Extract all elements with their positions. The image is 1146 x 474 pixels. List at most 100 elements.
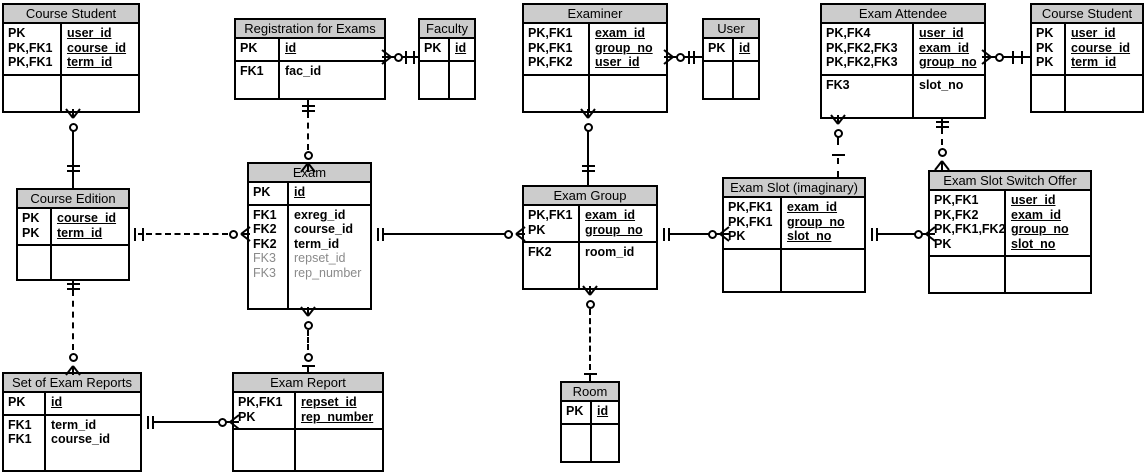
key-label: FK1 <box>8 432 32 446</box>
key-column: PK <box>4 393 46 414</box>
key-label: PK <box>1036 26 1054 40</box>
attribute-column <box>52 246 128 281</box>
cardinality-tick <box>688 50 690 64</box>
cardinality-zero-circle <box>994 52 1004 62</box>
attribute-label: group_no <box>787 214 845 229</box>
entity-title-exam-report: Exam Report <box>234 374 382 393</box>
key-label: PK,FK1 <box>728 200 773 214</box>
key-label: PK,FK1 <box>934 193 979 207</box>
key-column: PK <box>704 39 734 60</box>
entity-section <box>562 424 618 463</box>
key-label: PK,FK2,FK3 <box>826 40 898 55</box>
entity-section <box>930 257 1090 294</box>
cardinality-zero-circle <box>393 52 403 62</box>
relationship-line <box>941 128 943 145</box>
attribute-column <box>782 250 864 294</box>
attribute-label: user_id <box>1011 193 1056 207</box>
relationship-line <box>877 233 928 235</box>
crows-foot <box>229 414 240 430</box>
cardinality-tick <box>413 50 415 64</box>
key-label: PK <box>8 26 26 40</box>
relationship-line <box>153 421 232 423</box>
key-label: FK1 <box>8 417 32 432</box>
cardinality-tick <box>134 227 136 241</box>
relationship-line <box>409 56 413 58</box>
attribute-label: term_id <box>57 225 103 240</box>
relationship-line <box>669 233 722 235</box>
key-label: PK <box>240 41 258 55</box>
attribute-column <box>734 62 758 101</box>
attribute-column <box>590 76 666 114</box>
relationship-line <box>307 366 309 372</box>
cardinality-zero-circle <box>228 229 238 239</box>
key-column <box>930 257 1006 294</box>
cardinality-tick <box>405 50 407 64</box>
cardinality-tick <box>581 170 595 172</box>
key-column <box>724 249 782 293</box>
key-label: PK <box>238 409 256 424</box>
cardinality-zero-circle <box>217 417 227 427</box>
key-label: FK3 <box>826 77 850 92</box>
attribute-label: group_no <box>595 40 653 55</box>
cardinality-zero-circle <box>833 128 843 138</box>
cardinality-zero-circle <box>503 229 513 239</box>
crows-foot <box>981 49 992 65</box>
entity-section <box>18 246 128 281</box>
attribute-label: slot_no <box>919 77 964 92</box>
attribute-label: course_id <box>1071 40 1131 55</box>
entity-title-exam: Exam <box>249 164 370 183</box>
crows-foot <box>65 365 81 376</box>
key-column <box>4 75 62 113</box>
cardinality-tick <box>581 165 595 167</box>
entity-section <box>1032 75 1142 113</box>
attribute-label: course_id <box>57 211 117 225</box>
attribute-label: user_id <box>919 26 964 40</box>
entity-title-exam-slot-switch-offer: Exam Slot Switch Offer <box>930 172 1090 191</box>
key-column: FK1 <box>236 61 280 100</box>
attribute-label: id <box>455 41 467 55</box>
attribute-column <box>1006 257 1090 294</box>
attribute-column: id <box>734 39 758 60</box>
attribute-label: id <box>597 404 609 418</box>
crows-foot <box>934 160 950 171</box>
attribute-column: id <box>289 183 370 204</box>
key-label: PK,FK1,FK2 <box>934 222 1006 236</box>
attribute-label: term_id <box>1071 55 1117 69</box>
key-column <box>18 246 52 281</box>
relationship-line <box>307 112 309 150</box>
attribute-label: exam_id <box>1011 207 1062 222</box>
relationship-line <box>138 233 142 235</box>
relationship-line <box>837 137 839 145</box>
entity-section <box>524 75 666 114</box>
